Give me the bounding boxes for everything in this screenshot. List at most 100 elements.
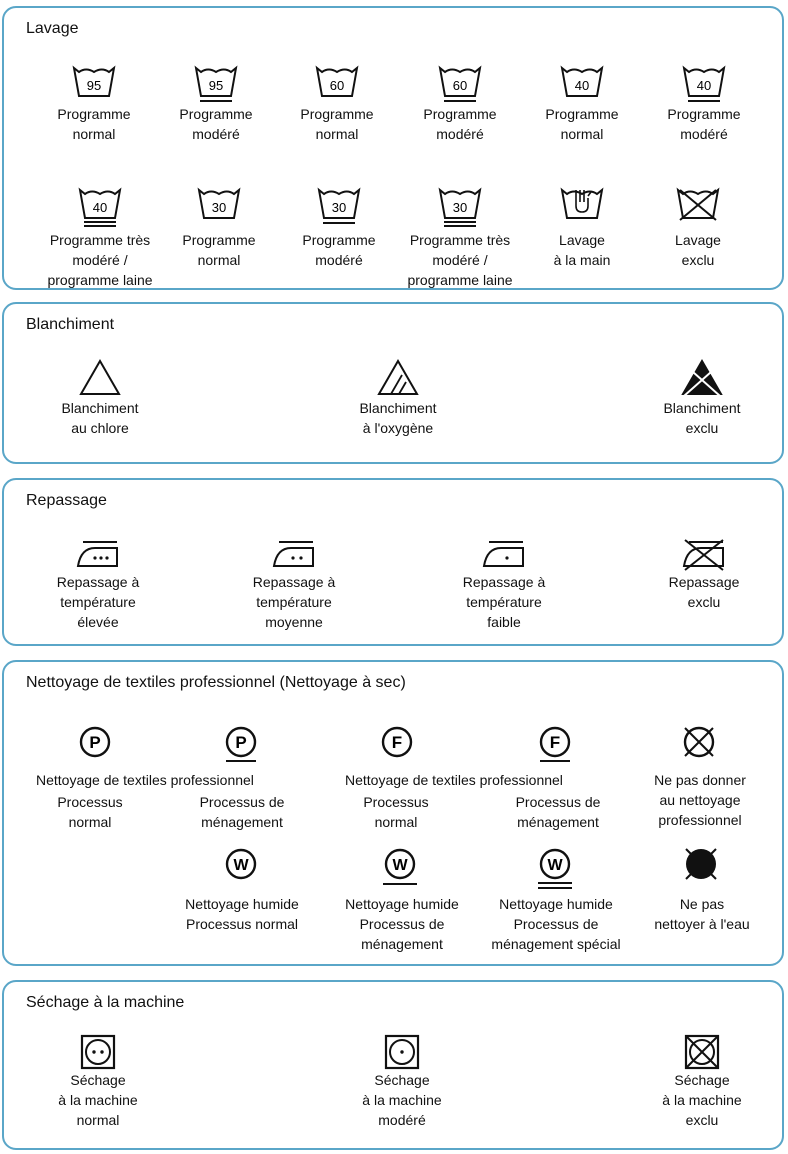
wash-95-modere: 95 Programme modéré xyxy=(146,64,286,144)
wet-normal: W xyxy=(224,848,258,882)
pro-exclu-label: Ne pas donner au nettoyage professionnel xyxy=(654,772,746,828)
iron-icon xyxy=(272,541,314,567)
wet-menagement-label: Nettoyage humide Processus de ménagement xyxy=(345,896,459,952)
svg-text:W: W xyxy=(233,857,249,874)
wash-40-modere: 40 Programme modéré xyxy=(634,64,774,144)
triangle-icon xyxy=(79,358,121,395)
svg-text:W: W xyxy=(547,857,563,874)
svg-text:W: W xyxy=(392,857,408,874)
pro-p-menagement: P xyxy=(224,726,258,764)
dry-modere: Séchage à la machine modéré xyxy=(332,1034,472,1130)
svg-text:30: 30 xyxy=(453,200,467,215)
tumble-dry-crossed-icon xyxy=(684,1034,720,1070)
iron-exclu: Repassage exclu xyxy=(634,538,774,612)
section-title: Blanchiment xyxy=(26,316,115,333)
dry-exclu: Séchage à la machine exclu xyxy=(632,1034,772,1130)
bleach-chlore: Blanchiment au chlore xyxy=(30,358,170,438)
filled-circle-crossed-icon xyxy=(685,848,717,880)
svg-text:95: 95 xyxy=(209,78,223,93)
hand-wash-icon xyxy=(560,187,604,219)
svg-text:40: 40 xyxy=(93,200,107,215)
pro-f-header: Nettoyage de textiles professionnel xyxy=(345,772,563,788)
wash-30-normal: 30 Programme normal xyxy=(149,186,289,270)
tumble-dry-icon xyxy=(384,1034,420,1070)
svg-text:30: 30 xyxy=(212,200,226,215)
wash-tub-icon: 60 xyxy=(315,65,359,97)
wet-menagement-special-label: Nettoyage humide Processus de ménagement… xyxy=(491,896,621,952)
wet-menagement-special: W xyxy=(538,848,572,892)
circle-p-icon: P xyxy=(79,726,111,758)
svg-text:40: 40 xyxy=(575,78,589,93)
wash-tub-icon: 40 xyxy=(682,65,726,102)
section-nettoyage: Nettoyage de textiles professionnel (Net… xyxy=(2,660,784,966)
wash-tub-icon: 30 xyxy=(197,187,241,219)
iron-low: Repassage à température faible xyxy=(434,538,574,632)
circle-p-underlined-icon: P xyxy=(225,726,257,762)
iron-icon xyxy=(76,541,118,567)
iron-crossed-icon xyxy=(682,539,724,571)
wash-tub-icon: 30 xyxy=(438,187,482,227)
wash-40-normal: 40 Programme normal xyxy=(512,64,652,144)
svg-text:P: P xyxy=(235,733,246,752)
triangle-crossed-icon xyxy=(681,358,723,397)
circle-crossed-icon xyxy=(683,726,715,758)
wash-tub-icon: 40 xyxy=(78,187,122,227)
wash-95-normal: 95 Programme normal xyxy=(24,64,164,144)
section-blanchiment: Blanchiment Blanchiment au chlore Blanch… xyxy=(2,302,784,464)
wash-60-normal: 60 Programme normal xyxy=(267,64,407,144)
wet-normal-label: Nettoyage humide Processus normal xyxy=(185,896,299,932)
svg-text:P: P xyxy=(89,733,100,752)
circle-w-icon: W xyxy=(225,848,257,880)
pro-exclu xyxy=(682,726,716,760)
wash-tub-icon: 40 xyxy=(560,65,604,97)
dry-normal: Séchage à la machine normal xyxy=(28,1034,168,1130)
iron-medium: Repassage à température moyenne xyxy=(224,538,364,632)
pro-f-menagement-label: Processus de ménagement xyxy=(515,794,601,830)
iron-icon xyxy=(482,541,524,567)
wash-crossed-icon xyxy=(676,187,720,221)
section-title: Nettoyage de textiles professionnel (Net… xyxy=(26,674,406,691)
pro-f-normal-label: Processus normal xyxy=(363,794,429,830)
pro-p-normal: P xyxy=(78,726,112,760)
svg-text:F: F xyxy=(550,733,560,752)
wash-40-tres-modere: 40 Programme très modéré / programme lai… xyxy=(30,186,170,290)
svg-text:F: F xyxy=(392,733,402,752)
pro-f-normal: F xyxy=(380,726,414,760)
wash-30-modere: 30 Programme modéré xyxy=(269,186,409,270)
svg-text:30: 30 xyxy=(332,200,346,215)
section-repassage: Repassage Repassage à température élevée… xyxy=(2,478,784,646)
triangle-hatched-icon xyxy=(377,358,419,395)
wet-menagement: W xyxy=(383,848,417,888)
wash-exclu: Lavage exclu xyxy=(628,186,768,270)
section-title: Séchage à la machine xyxy=(26,994,185,1011)
svg-text:60: 60 xyxy=(453,78,467,93)
section-title: Lavage xyxy=(26,20,79,37)
wash-tub-icon: 95 xyxy=(194,65,238,102)
wash-tub-icon: 95 xyxy=(72,65,116,97)
pro-p-header: Nettoyage de textiles professionnel xyxy=(36,772,254,788)
section-lavage: Lavage 95 Programme normal 95 Programme … xyxy=(2,6,784,290)
wet-exclu xyxy=(684,848,718,882)
wash-tub-icon: 30 xyxy=(317,187,361,224)
wash-hand: Lavage à la main xyxy=(512,186,652,270)
bleach-exclu: Blanchiment exclu xyxy=(632,358,772,438)
iron-high: Repassage à température élevée xyxy=(28,538,168,632)
pro-p-normal-label: Processus normal xyxy=(57,794,123,830)
wash-30-tres-modere: 30 Programme très modéré / programme lai… xyxy=(390,186,530,290)
svg-text:40: 40 xyxy=(697,78,711,93)
svg-text:95: 95 xyxy=(87,78,101,93)
circle-w-double-underlined-icon: W xyxy=(538,848,572,889)
section-title: Repassage xyxy=(26,492,107,509)
section-sechage: Séchage à la machine Séchage à la machin… xyxy=(2,980,784,1150)
tumble-dry-icon xyxy=(80,1034,116,1070)
circle-f-icon: F xyxy=(381,726,413,758)
svg-text:60: 60 xyxy=(330,78,344,93)
wet-exclu-label: Ne pas nettoyer à l'eau xyxy=(654,896,750,932)
circle-f-underlined-icon: F xyxy=(539,726,571,762)
wash-tub-icon: 60 xyxy=(438,65,482,102)
bleach-oxygene: Blanchiment à l'oxygène xyxy=(328,358,468,438)
pro-p-menagement-label: Processus de ménagement xyxy=(199,794,285,830)
circle-w-underlined-icon: W xyxy=(383,848,417,885)
wash-60-modere: 60 Programme modéré xyxy=(390,64,530,144)
pro-f-menagement: F xyxy=(538,726,572,764)
